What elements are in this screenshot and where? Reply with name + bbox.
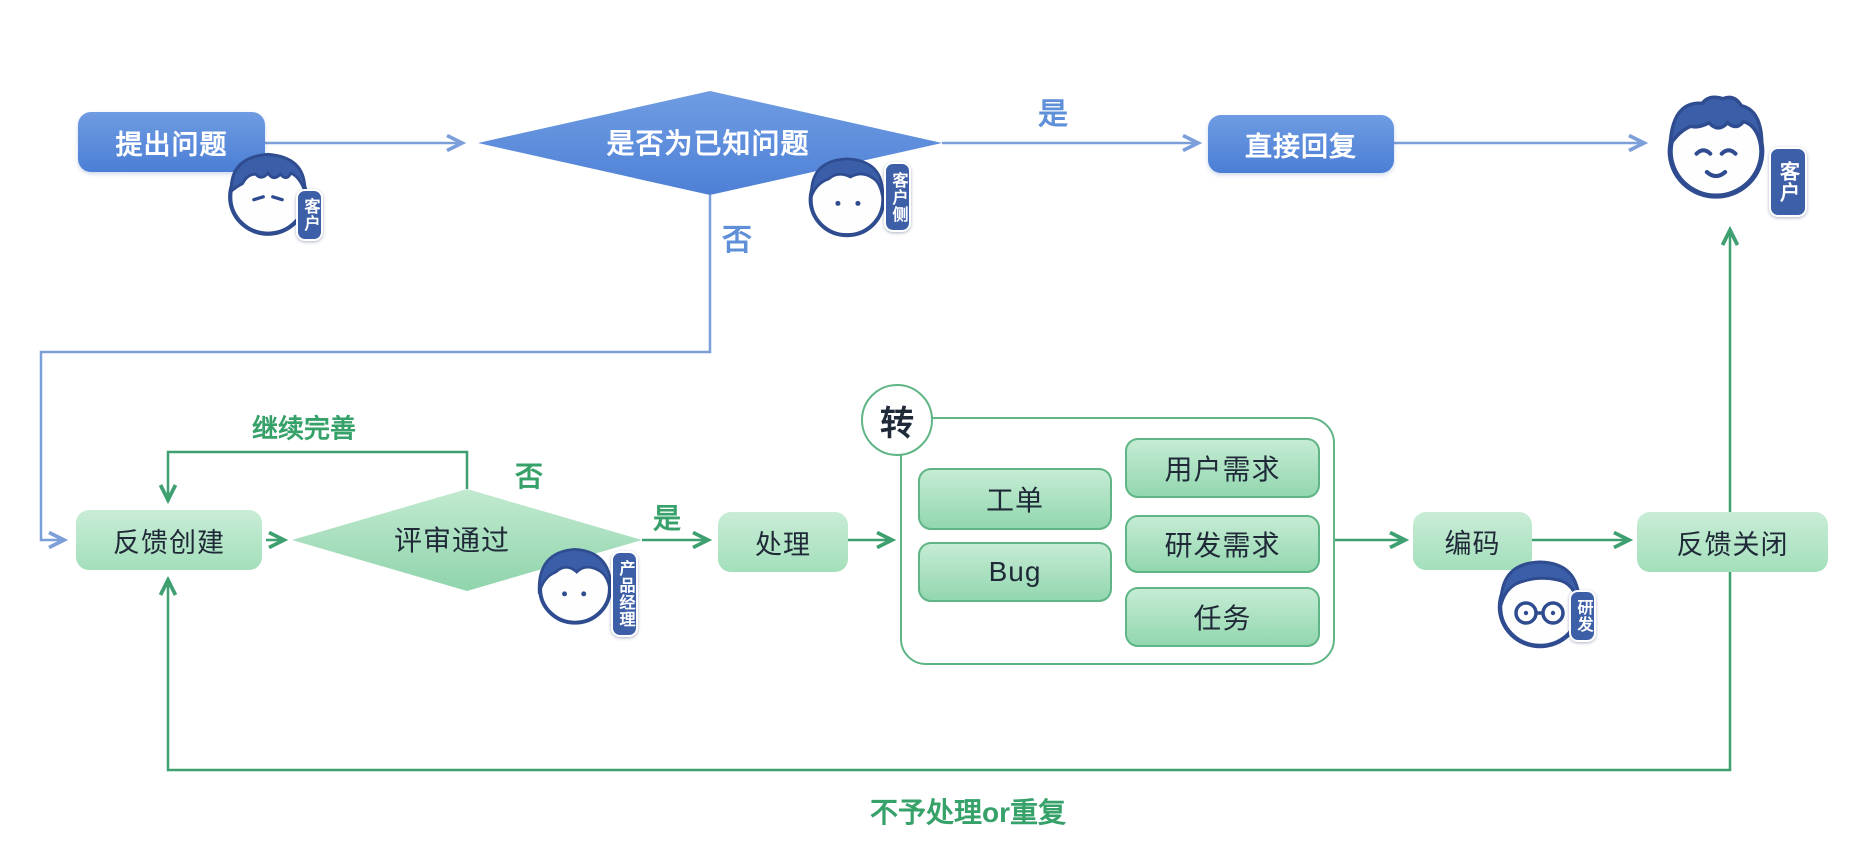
avatar-customer-top (220, 142, 316, 246)
node-feedback-close: 反馈关闭 (1637, 512, 1828, 572)
avatar-product-manager (531, 538, 619, 634)
label-known-issue-decision: 是否为已知问题 (606, 128, 810, 159)
badge-customer-top: 客户 (296, 189, 323, 241)
label-no-blue: 否 (722, 224, 752, 257)
node-task: 任务 (1125, 587, 1320, 647)
label-yes-green: 是 (652, 503, 682, 534)
transfer-circle-badge: 转 (861, 384, 933, 456)
hair-icon (537, 548, 613, 595)
label-yes-blue: 是 (1038, 98, 1068, 131)
node-feedback-create: 反馈创建 (76, 510, 262, 570)
hair-icon (810, 157, 884, 197)
avatar-customer-side (801, 147, 893, 247)
node-work-order: 工单 (918, 468, 1112, 530)
edge-not-processed-loop (168, 572, 1732, 772)
node-process: 处理 (718, 512, 848, 572)
label-not-processed-or-duplicate: 不予处理or重复 (869, 797, 1067, 828)
node-bug: Bug (918, 542, 1112, 602)
label-review-pass-decision: 评审通过 (393, 525, 511, 556)
node-dev-requirement: 研发需求 (1125, 515, 1320, 573)
node-raise-question: 提出问题 (78, 112, 265, 172)
glasses-icon (1514, 601, 1565, 625)
edge-no-to-feedback-create (39, 195, 712, 540)
node-user-requirement: 用户需求 (1125, 438, 1320, 498)
label-no-green: 否 (514, 461, 544, 492)
badge-customer-right: 客户 (1769, 147, 1807, 217)
hair-icon (1668, 95, 1764, 151)
badge-customer-side: 客户侧 (884, 162, 911, 232)
avatar-developer (1489, 549, 1591, 659)
badge-developer: 研发 (1569, 590, 1596, 642)
badge-product-manager: 产品经理 (611, 551, 638, 637)
node-direct-reply: 直接回复 (1208, 115, 1394, 173)
hair-icon (229, 152, 307, 195)
label-continue-improve: 继续完善 (251, 413, 357, 444)
node-coding: 编码 (1413, 512, 1532, 570)
edge-continue-improve-loop (168, 450, 469, 500)
avatar-customer-right (1657, 85, 1775, 211)
